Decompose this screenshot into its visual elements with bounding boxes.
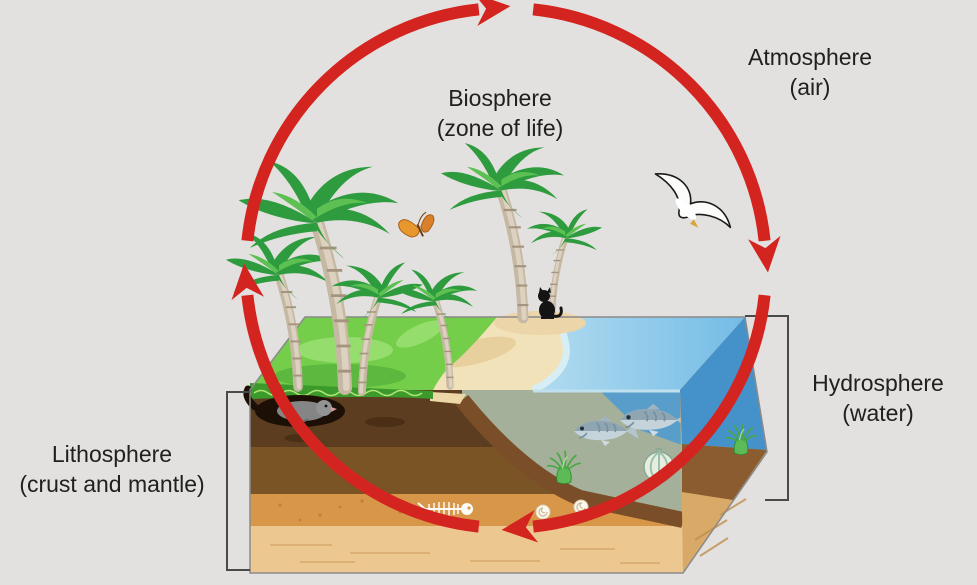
lithosphere-label-subtitle: (crust and mantle) xyxy=(19,471,205,497)
cycle-arc-top-right-icon xyxy=(532,3,781,273)
side-seafloor-band xyxy=(682,444,767,500)
cat-icon xyxy=(538,287,563,319)
earth-block xyxy=(243,311,768,574)
biosphere-life xyxy=(226,143,732,392)
biosphere-label-subtitle: (zone of life) xyxy=(436,115,564,141)
biosphere-label-title: Biosphere xyxy=(448,85,552,111)
cycle-arc-top-left-icon xyxy=(241,0,511,242)
atmosphere-label-subtitle: (air) xyxy=(789,74,831,100)
soil-layer-tan xyxy=(250,526,683,573)
lithosphere-label: Lithosphere (crust and mantle) xyxy=(0,439,224,499)
hydrosphere-label-subtitle: (water) xyxy=(842,400,914,426)
atmosphere-label-title: Atmosphere xyxy=(747,44,872,70)
grass-highlight xyxy=(396,320,444,348)
shell-fossil-icon xyxy=(535,504,551,520)
lithosphere-label-title: Lithosphere xyxy=(51,441,173,467)
sand-patch xyxy=(494,311,586,335)
ocean-surface xyxy=(533,317,745,390)
cycle-arrows xyxy=(231,0,781,543)
butterfly-icon xyxy=(398,211,435,238)
hydrosphere-label: Hydrosphere (water) xyxy=(793,368,963,428)
cycle-arc-bottom-right-icon xyxy=(501,294,771,543)
ocean-side-face xyxy=(680,317,767,450)
lithosphere-bracket xyxy=(226,391,250,571)
block-outline xyxy=(249,316,768,574)
hydrosphere-label-title: Hydrosphere xyxy=(812,370,944,396)
atmosphere-label: Atmosphere (air) xyxy=(700,42,920,102)
sand-front-edge xyxy=(430,392,466,404)
seagull-icon xyxy=(654,173,732,229)
cycle-arc-bottom-left-icon xyxy=(231,263,480,533)
seafloor-slope xyxy=(455,394,685,528)
biosphere-label: Biosphere (zone of life) xyxy=(385,83,615,143)
palm-tree-icon xyxy=(527,209,602,316)
